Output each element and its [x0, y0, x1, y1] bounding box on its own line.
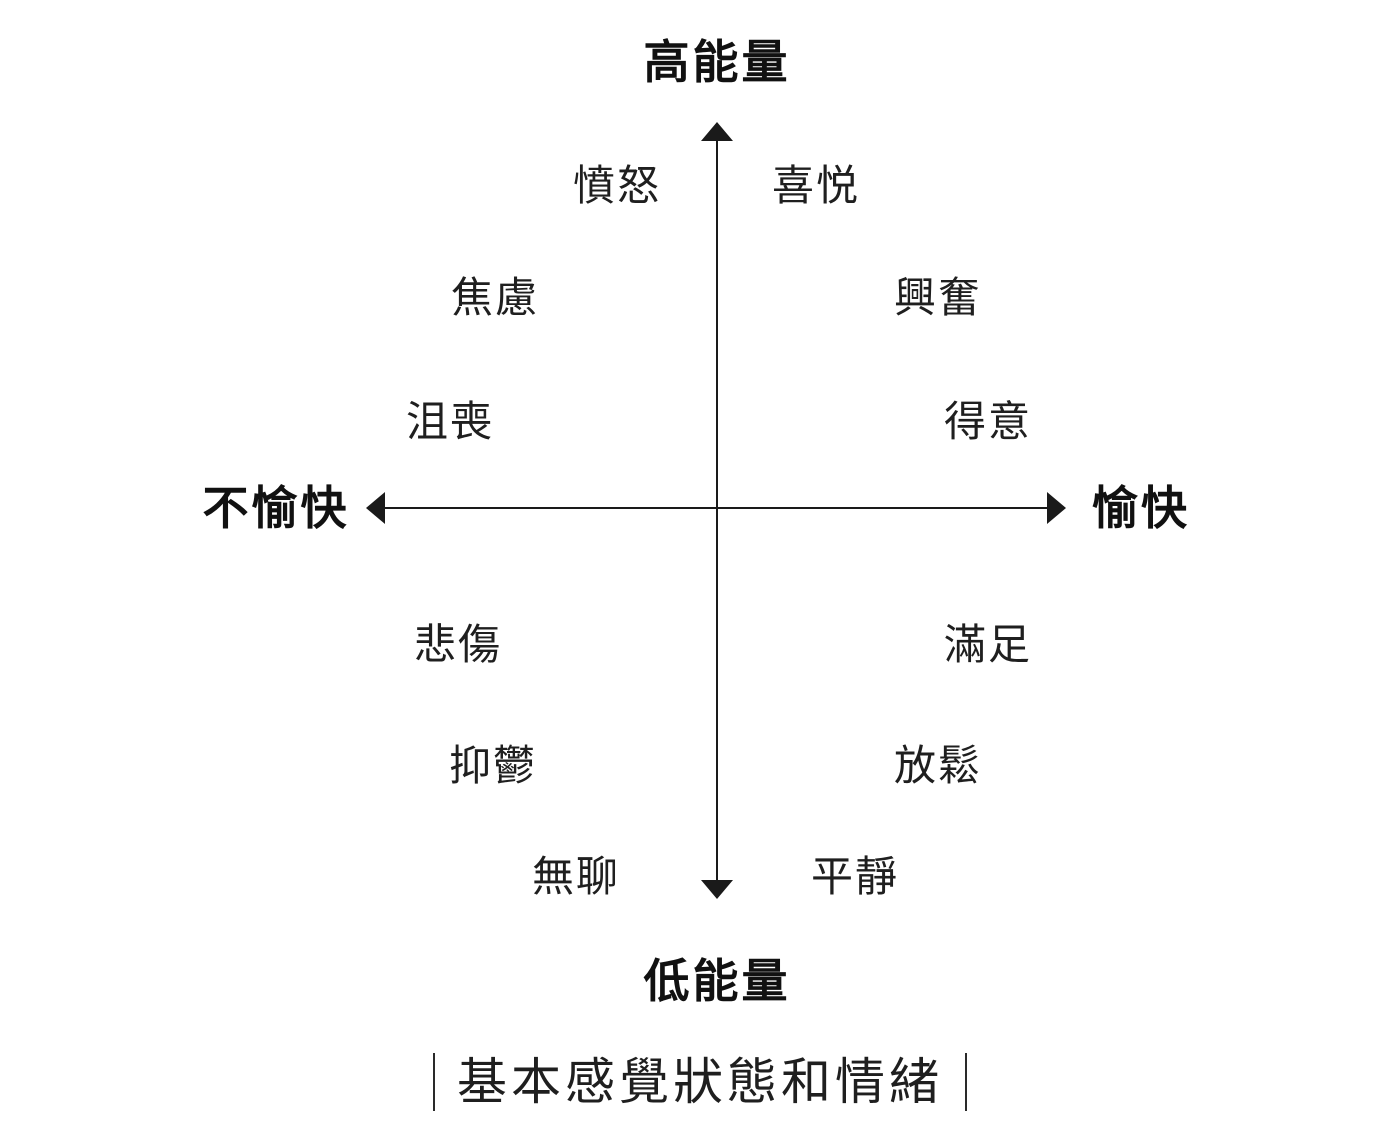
- axis-title-unpleasant: 不愉快: [202, 482, 350, 534]
- caption: 基本感覺狀態和情緒: [433, 1053, 967, 1111]
- axis-title-pleasant: 愉快: [1092, 482, 1190, 534]
- emotion-sadness: 悲傷: [413, 621, 503, 668]
- emotion-frustration: 沮喪: [405, 398, 495, 445]
- arrow-up-icon: [701, 122, 733, 141]
- caption-divider-left: [433, 1053, 435, 1111]
- emotion-anxiety: 焦慮: [450, 274, 540, 321]
- vertical-axis-line: [716, 138, 718, 884]
- emotion-anger: 憤怒: [572, 162, 662, 209]
- arrow-right-icon: [1047, 492, 1066, 524]
- emotion-pride: 得意: [943, 398, 1033, 445]
- emotion-depression: 抑鬱: [448, 742, 538, 789]
- emotion-excitement: 興奮: [893, 274, 983, 321]
- caption-divider-right: [965, 1053, 967, 1111]
- horizontal-axis-line: [382, 507, 1050, 509]
- axis-title-high-energy: 高能量: [643, 36, 791, 88]
- emotion-calm: 平靜: [810, 853, 900, 900]
- emotion-boredom: 無聊: [531, 853, 621, 900]
- arrow-left-icon: [366, 492, 385, 524]
- emotion-satisfaction: 滿足: [943, 621, 1033, 668]
- axis-title-low-energy: 低能量: [643, 955, 791, 1007]
- caption-text: 基本感覺狀態和情緒: [457, 1054, 943, 1110]
- emotion-relaxation: 放鬆: [893, 742, 983, 789]
- emotion-joy: 喜悦: [771, 162, 861, 209]
- arrow-down-icon: [701, 880, 733, 899]
